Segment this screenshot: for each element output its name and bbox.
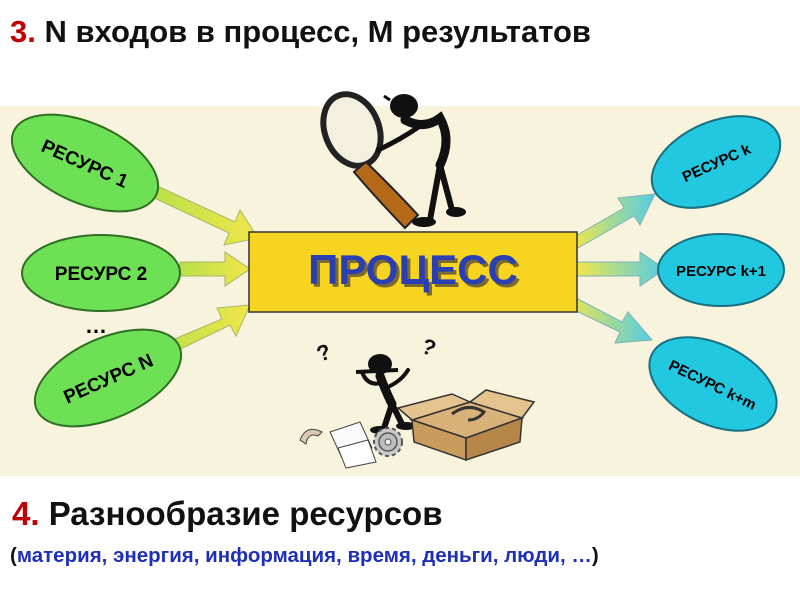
heading-text: Разнообразие ресурсов bbox=[48, 495, 443, 532]
output-label-k1: РЕСУРС k+1 bbox=[676, 263, 766, 280]
confused-figure-icon: ? ? bbox=[313, 333, 439, 434]
input-oval-n: РЕСУРС N bbox=[33, 328, 183, 428]
list-close-paren: ) bbox=[591, 544, 599, 567]
process-box: ПРОЦЕСС ПРОЦЕСС bbox=[248, 231, 578, 313]
list-open-paren: ( bbox=[10, 544, 17, 567]
process-label-shadow: ПРОЦЕСС bbox=[311, 249, 521, 296]
papers-icon bbox=[299, 421, 377, 469]
input-arrow-2 bbox=[179, 251, 251, 287]
heading-number: 4. bbox=[12, 495, 40, 532]
output-oval-km: РЕСУРС k+m bbox=[648, 336, 778, 432]
input-label-2: РЕСУРС 2 bbox=[55, 264, 147, 285]
input-oval-1: РЕСУРС 1 bbox=[10, 113, 160, 213]
output-arrow-k bbox=[571, 193, 656, 249]
input-oval-2: РЕСУРС 2 bbox=[21, 234, 181, 312]
resource-types-list: (материя, энергия, информация, время, де… bbox=[10, 544, 599, 568]
resources-heading: 4. Разнообразие ресурсов bbox=[12, 495, 443, 533]
output-oval-k: РЕСУРС k bbox=[650, 115, 782, 209]
svg-text:?: ? bbox=[418, 333, 439, 361]
list-items: материя, энергия, информация, время, ден… bbox=[16, 544, 592, 567]
box-icon bbox=[396, 389, 536, 462]
inputs-ellipsis: … bbox=[85, 313, 107, 338]
process-label: ПРОЦЕСС bbox=[308, 246, 518, 293]
slide-title: 3. N входов в процесс, M результатов bbox=[10, 14, 591, 50]
output-arrow-k1 bbox=[575, 251, 666, 287]
svg-text:?: ? bbox=[313, 339, 334, 367]
magnifier-figure-icon bbox=[320, 91, 466, 230]
input-arrow-1 bbox=[149, 184, 259, 246]
gear-icon bbox=[373, 427, 403, 457]
output-oval-k1: РЕСУРС k+1 bbox=[657, 233, 785, 307]
output-arrow-km bbox=[565, 295, 654, 344]
title-text: N входов в процесс, M результатов bbox=[44, 14, 591, 49]
title-number: 3. bbox=[10, 14, 36, 49]
